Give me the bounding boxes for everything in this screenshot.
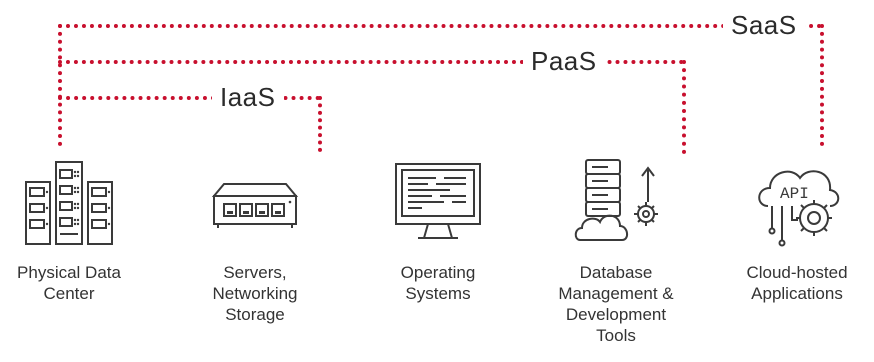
caption-line: Applications <box>751 284 843 303</box>
saas-right-leg <box>820 24 824 146</box>
component-caption-4: Database Management & Development Tools <box>541 262 691 346</box>
caption-line: Storage <box>225 305 285 324</box>
caption-line: Tools <box>596 326 636 345</box>
saas-top-line <box>58 24 822 28</box>
paas-label: PaaS <box>523 46 605 76</box>
caption-line: Physical Data <box>17 263 121 282</box>
database-cloud-gear-icon <box>572 156 664 248</box>
caption-line: Development <box>565 305 667 324</box>
component-caption-3: Operating Systems <box>363 262 513 304</box>
paas-top-line <box>58 60 684 64</box>
paas-right-leg <box>682 60 686 154</box>
monitor-icon <box>392 160 484 244</box>
cloud-api-gear-icon: API <box>752 158 848 252</box>
caption-line: Center <box>43 284 95 303</box>
network-switch-icon <box>210 180 300 230</box>
caption-line: Cloud-hosted <box>746 263 848 282</box>
caption-line: Systems <box>405 284 471 303</box>
svg-text:API: API <box>780 185 809 203</box>
caption-line: Networking <box>212 284 298 303</box>
caption-line: Management & <box>558 284 674 303</box>
caption-line: Servers, <box>223 263 287 282</box>
iaas-right-leg <box>318 96 322 152</box>
caption-line: Database <box>579 263 653 282</box>
server-racks-icon <box>20 160 118 246</box>
component-caption-2: Servers, Networking Storage <box>180 262 330 325</box>
saas-left-leg <box>58 24 62 146</box>
caption-line: Operating <box>400 263 476 282</box>
iaas-top-line <box>58 96 320 100</box>
saas-label: SaaS <box>723 10 805 40</box>
component-caption-5: Cloud-hosted Applications <box>722 262 872 304</box>
iaas-label: IaaS <box>212 82 284 112</box>
component-caption-1: Physical Data Center <box>0 262 144 304</box>
